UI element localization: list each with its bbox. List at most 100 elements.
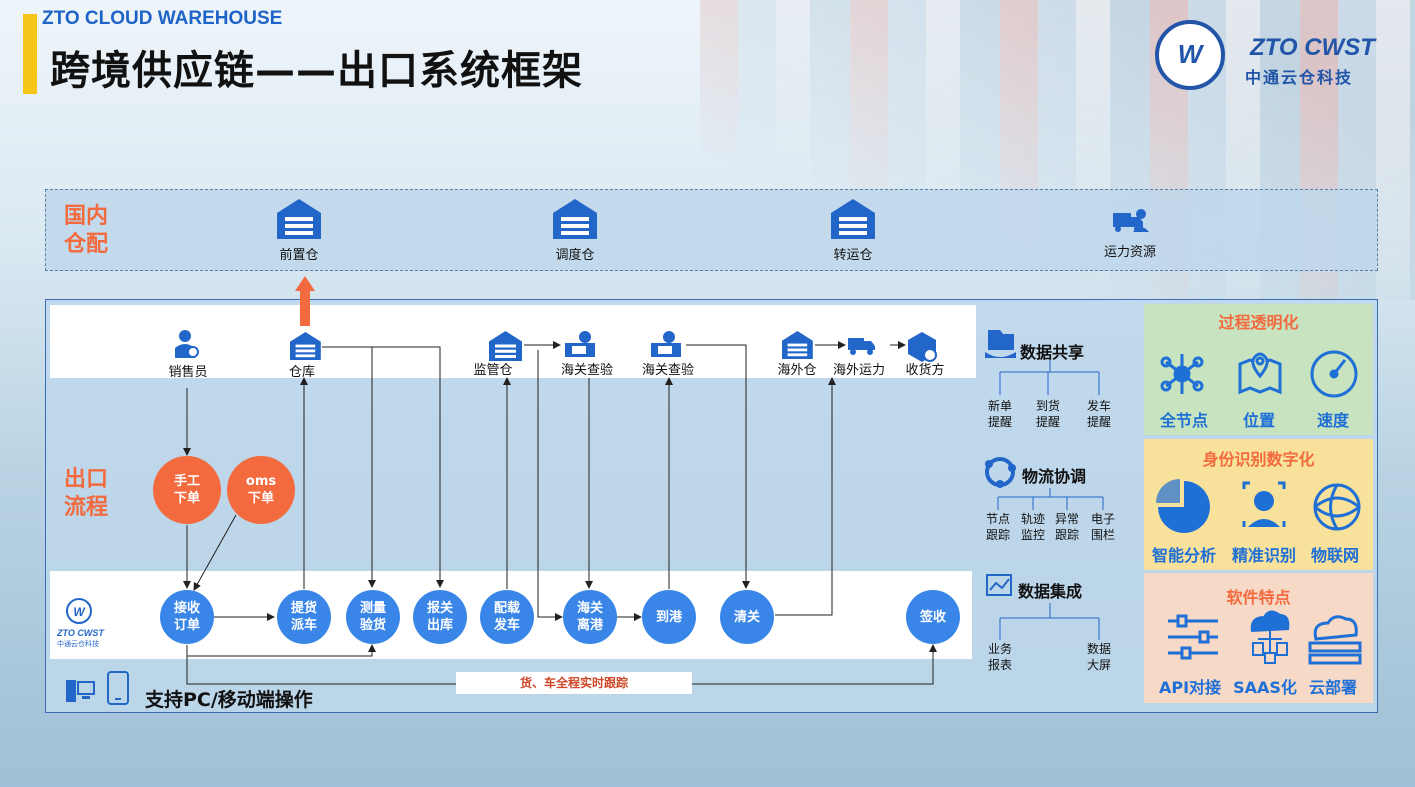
panel-item-speed: 速度 bbox=[1316, 411, 1350, 430]
mid-item-line: 节点 bbox=[985, 512, 1010, 526]
manual-order-node[interactable]: 手工下单 bbox=[153, 456, 221, 524]
panel-identity-icons bbox=[1156, 479, 1361, 533]
node-line: 测量 bbox=[359, 601, 386, 616]
node-line: 派车 bbox=[290, 618, 317, 633]
coord-item-node: 节点跟踪 bbox=[978, 511, 1018, 543]
all-nodes-icon bbox=[1160, 354, 1204, 394]
manual-order-line2: 下单 bbox=[173, 491, 200, 506]
cloud-deploy-icon bbox=[1308, 615, 1362, 665]
domestic-label: 国内 仓配 bbox=[64, 203, 108, 259]
customs-inspection-icon bbox=[565, 331, 595, 357]
node-line: 配载 bbox=[493, 601, 520, 616]
role-overseas-transport: 海外运力 bbox=[832, 363, 886, 378]
panel-software-icons bbox=[1168, 610, 1362, 665]
coord-item-exception: 异常跟踪 bbox=[1047, 511, 1087, 543]
integ-item-screen: 数据大屏 bbox=[1079, 641, 1119, 673]
domestic-section bbox=[45, 189, 1378, 271]
logistics-coordination-title: 物流协调 bbox=[1022, 467, 1087, 486]
integ-item-report: 业务报表 bbox=[980, 641, 1020, 673]
customs-inspection-icon-2 bbox=[651, 331, 681, 357]
mid-item-line: 报表 bbox=[987, 658, 1012, 672]
panel-transparency: 过程透明化 全节点 位置 速度 bbox=[1144, 304, 1373, 435]
panel-item-smart-analysis: 智能分析 bbox=[1151, 546, 1217, 565]
warehouse-icon-export bbox=[290, 332, 321, 360]
data-integration-icon bbox=[986, 574, 1012, 596]
support-label: 支持PC/移动端操作 bbox=[145, 689, 313, 711]
share-item-departure: 发车提醒 bbox=[1079, 398, 1119, 430]
mid-item-line: 到货 bbox=[1035, 399, 1060, 413]
domestic-item-dispatch-warehouse: 调度仓 bbox=[555, 248, 595, 263]
node-pickup-dispatch[interactable]: 提货派车 bbox=[277, 590, 331, 644]
node-clearance[interactable]: 清关 bbox=[720, 590, 774, 644]
oms-order-line1: oms bbox=[245, 474, 277, 489]
oms-order-line2: 下单 bbox=[247, 491, 274, 506]
mid-item-line: 跟踪 bbox=[985, 528, 1010, 542]
mid-item-line: 轨迹 bbox=[1020, 512, 1045, 526]
mid-item-line: 提醒 bbox=[1035, 415, 1060, 429]
role-customs-inspection-2: 海关查验 bbox=[641, 363, 695, 378]
band-logo-icon: W bbox=[66, 598, 92, 624]
precise-recognition-icon bbox=[1242, 481, 1286, 527]
mobile-icon bbox=[107, 671, 129, 705]
receiver-package-icon bbox=[908, 332, 937, 362]
panel-transparency-title: 过程透明化 bbox=[1218, 313, 1299, 332]
panel-item-iot: 物联网 bbox=[1310, 546, 1360, 565]
mid-item-line: 跟踪 bbox=[1054, 528, 1079, 542]
node-line: 验货 bbox=[359, 618, 386, 633]
panel-item-all-nodes: 全节点 bbox=[1159, 411, 1209, 430]
node-sign-receipt[interactable]: 签收 bbox=[906, 590, 960, 644]
mid-item-line: 提醒 bbox=[987, 415, 1012, 429]
mid-item-line: 围栏 bbox=[1090, 528, 1115, 542]
domestic-label-line2: 仓配 bbox=[64, 232, 109, 257]
node-declare-outbound[interactable]: 报关出库 bbox=[413, 590, 467, 644]
node-receive-order[interactable]: 接收订单 bbox=[160, 590, 214, 644]
export-label-line1: 出口 bbox=[64, 467, 109, 492]
band-logo-text-cn: 中通云仓科技 bbox=[57, 640, 99, 648]
panel-item-cloud: 云部署 bbox=[1308, 678, 1358, 697]
mid-item-line: 新单 bbox=[987, 399, 1012, 413]
page-title: 跨境供应链——出口系统框架 bbox=[50, 48, 583, 94]
title-accent-bar bbox=[23, 14, 37, 94]
mid-item-line: 电子 bbox=[1090, 512, 1115, 526]
mid-item-line: 监控 bbox=[1020, 528, 1045, 542]
panel-software: 软件特点 API对接 SAAS化 云部署 bbox=[1144, 573, 1373, 703]
domestic-label-line1: 国内 bbox=[64, 204, 109, 229]
panel-item-saas: SAAS化 bbox=[1233, 678, 1297, 697]
mid-item-line: 异常 bbox=[1054, 512, 1079, 526]
panel-item-precise-recognition: 精准识别 bbox=[1231, 546, 1297, 565]
mid-item-line: 发车 bbox=[1086, 399, 1111, 413]
role-warehouse: 仓库 bbox=[288, 365, 316, 380]
coord-item-track: 轨迹监控 bbox=[1013, 511, 1053, 543]
logistics-coordination-icon bbox=[985, 457, 1016, 488]
svg-text:W: W bbox=[73, 605, 86, 619]
node-arrive-port[interactable]: 到港 bbox=[642, 590, 696, 644]
panel-identity-title: 身份识别数字化 bbox=[1202, 450, 1315, 469]
node-measure-inspect[interactable]: 测量验货 bbox=[346, 590, 400, 644]
domestic-item-transport-resource: 运力资源 bbox=[1103, 245, 1157, 260]
data-integration-title: 数据集成 bbox=[1018, 582, 1083, 601]
node-line: 报关 bbox=[426, 601, 453, 616]
node-line: 订单 bbox=[173, 618, 200, 633]
mid-item-line: 提醒 bbox=[1086, 415, 1111, 429]
mid-item-line: 业务 bbox=[987, 642, 1012, 656]
panel-identity: 身份识别数字化 智能分析 精准识别 物联网 bbox=[1144, 439, 1373, 570]
location-icon bbox=[1238, 352, 1282, 395]
iot-icon bbox=[1313, 483, 1361, 531]
node-line: 提货 bbox=[290, 601, 317, 616]
data-integration-tree bbox=[999, 603, 1100, 640]
domestic-item-front-warehouse: 前置仓 bbox=[279, 248, 319, 263]
truck-person-icon bbox=[1113, 209, 1149, 232]
role-salesperson: 销售员 bbox=[168, 365, 208, 380]
share-item-arrival: 到货提醒 bbox=[1028, 398, 1068, 430]
node-line: 到港 bbox=[655, 609, 682, 625]
node-customs-departure[interactable]: 海关离港 bbox=[563, 590, 617, 644]
role-customs-inspection-1: 海关查验 bbox=[560, 363, 614, 378]
data-share-tree bbox=[999, 360, 1100, 395]
node-line: 接收 bbox=[173, 601, 200, 616]
node-load-depart[interactable]: 配载发车 bbox=[480, 590, 534, 644]
speed-icon bbox=[1310, 350, 1358, 398]
panel-software-title: 软件特点 bbox=[1226, 588, 1291, 607]
overseas-warehouse-icon bbox=[782, 331, 813, 359]
oms-order-node[interactable]: oms 下单 bbox=[227, 456, 295, 524]
